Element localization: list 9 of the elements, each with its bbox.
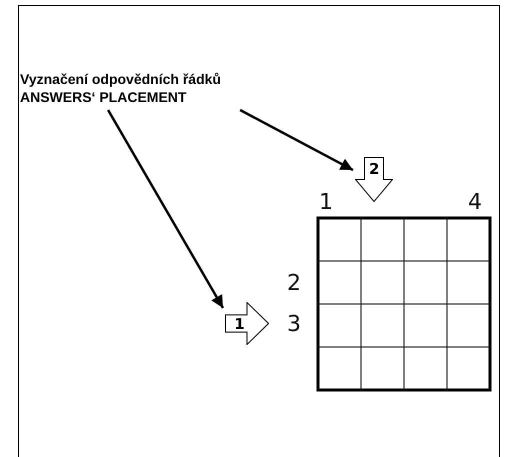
grid-index-number: 3 (287, 313, 301, 337)
caption-text: Vyznačení odpovědních řádků ANSWERS‘ PLACEMENT (20, 70, 250, 108)
grid-index-number: 4 (468, 191, 482, 215)
grid-index-number: 1 (319, 191, 333, 215)
step-number: 2 (369, 161, 380, 177)
step-number: 1 (234, 316, 245, 332)
arrow (240, 108, 354, 172)
arrow (107, 109, 224, 309)
grid-index-number: 2 (287, 272, 301, 296)
